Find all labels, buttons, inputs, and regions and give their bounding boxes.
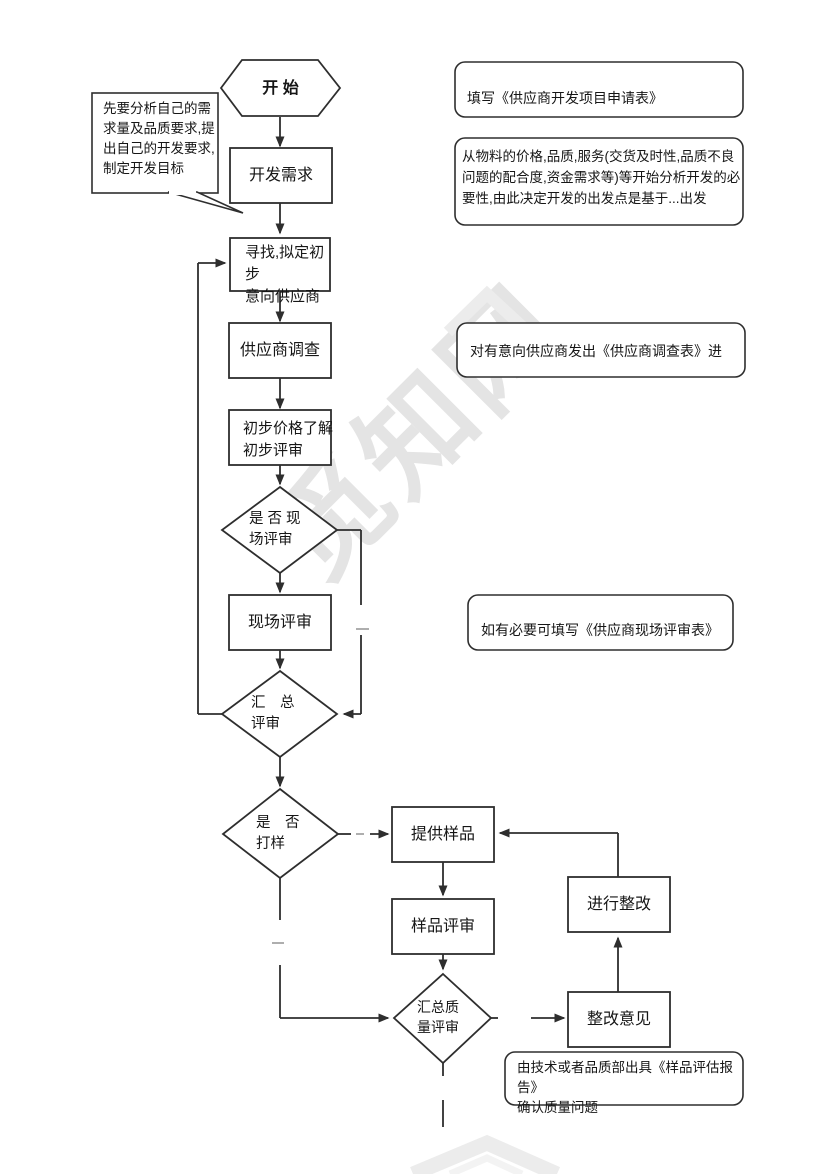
annotation-2-text: 从物料的价格,品质,服务(交货及时性,品质不良 问题的配合度,资金需求等)等开始… <box>462 149 741 206</box>
callout-text: 先要分析自己的需 求量及品质要求,提 出自己的开发要求, 制定开发目标 <box>103 101 215 176</box>
quality-summary-diamond <box>392 972 493 1065</box>
find-suppliers-label: 寻找,拟定初步 意向供应商 <box>245 244 325 305</box>
watermark-logo-bottom-inner <box>448 1154 524 1174</box>
find-suppliers-box <box>229 237 331 292</box>
onsite-review-label: 现场评审 <box>247 614 312 631</box>
annotation-4-text: 如有必要可填写《供应商现场评审表》 <box>481 622 719 638</box>
sample-review-label: 样品评审 <box>410 918 475 935</box>
annotation-1-text: 填写《供应商开发项目申请表》 <box>467 90 663 106</box>
price-review-label: 初步价格了解 初步评审 <box>243 420 334 459</box>
watermark-logo-top <box>443 285 533 337</box>
annotation-box-2 <box>454 137 744 226</box>
annotation-box-3 <box>456 322 746 378</box>
annotation-box-5 <box>504 1051 744 1106</box>
develop-demand-box <box>229 147 333 204</box>
callout-box <box>91 92 219 194</box>
sample-review-box <box>391 898 495 955</box>
supplier-survey-box <box>228 322 332 379</box>
summary-review-diamond <box>220 669 339 759</box>
do-rectify-box <box>567 876 671 933</box>
callout-tail-gap <box>169 191 196 195</box>
onsite-review-box <box>228 594 332 651</box>
sample-decision-label: 是 否 打样 <box>256 815 300 852</box>
onsite-decision-diamond <box>220 485 339 575</box>
annotation-5-text: 由技术或者品质部出具《样品评估报告》 确认质量问题 <box>517 1060 733 1115</box>
do-rectify-label: 进行整改 <box>586 896 651 913</box>
quality-summary-label: 汇总质 量评审 <box>417 999 459 1035</box>
start-hexagon <box>219 59 342 117</box>
sample-decision-diamond <box>221 787 340 880</box>
annotation-box-4 <box>467 594 734 651</box>
supplier-survey-label: 供应商调查 <box>239 342 320 359</box>
provide-sample-box <box>391 806 495 863</box>
onsite-decision-label: 是 否 现 场评审 <box>249 511 301 548</box>
annotation-3-text: 对有意向供应商发出《供应商调查表》进 <box>470 343 722 359</box>
annotation-box-1 <box>454 61 744 118</box>
develop-demand-label: 开发需求 <box>248 167 313 184</box>
summary-review-label: 汇 总 评审 <box>251 695 295 732</box>
start-label: 开 始 <box>262 80 299 97</box>
rectify-opinion-box <box>567 991 671 1048</box>
rectify-opinion-label: 整改意见 <box>586 1011 651 1028</box>
provide-sample-label: 提供样品 <box>410 826 475 843</box>
price-review-box <box>228 409 332 466</box>
watermark-logo-bottom <box>410 1134 561 1174</box>
